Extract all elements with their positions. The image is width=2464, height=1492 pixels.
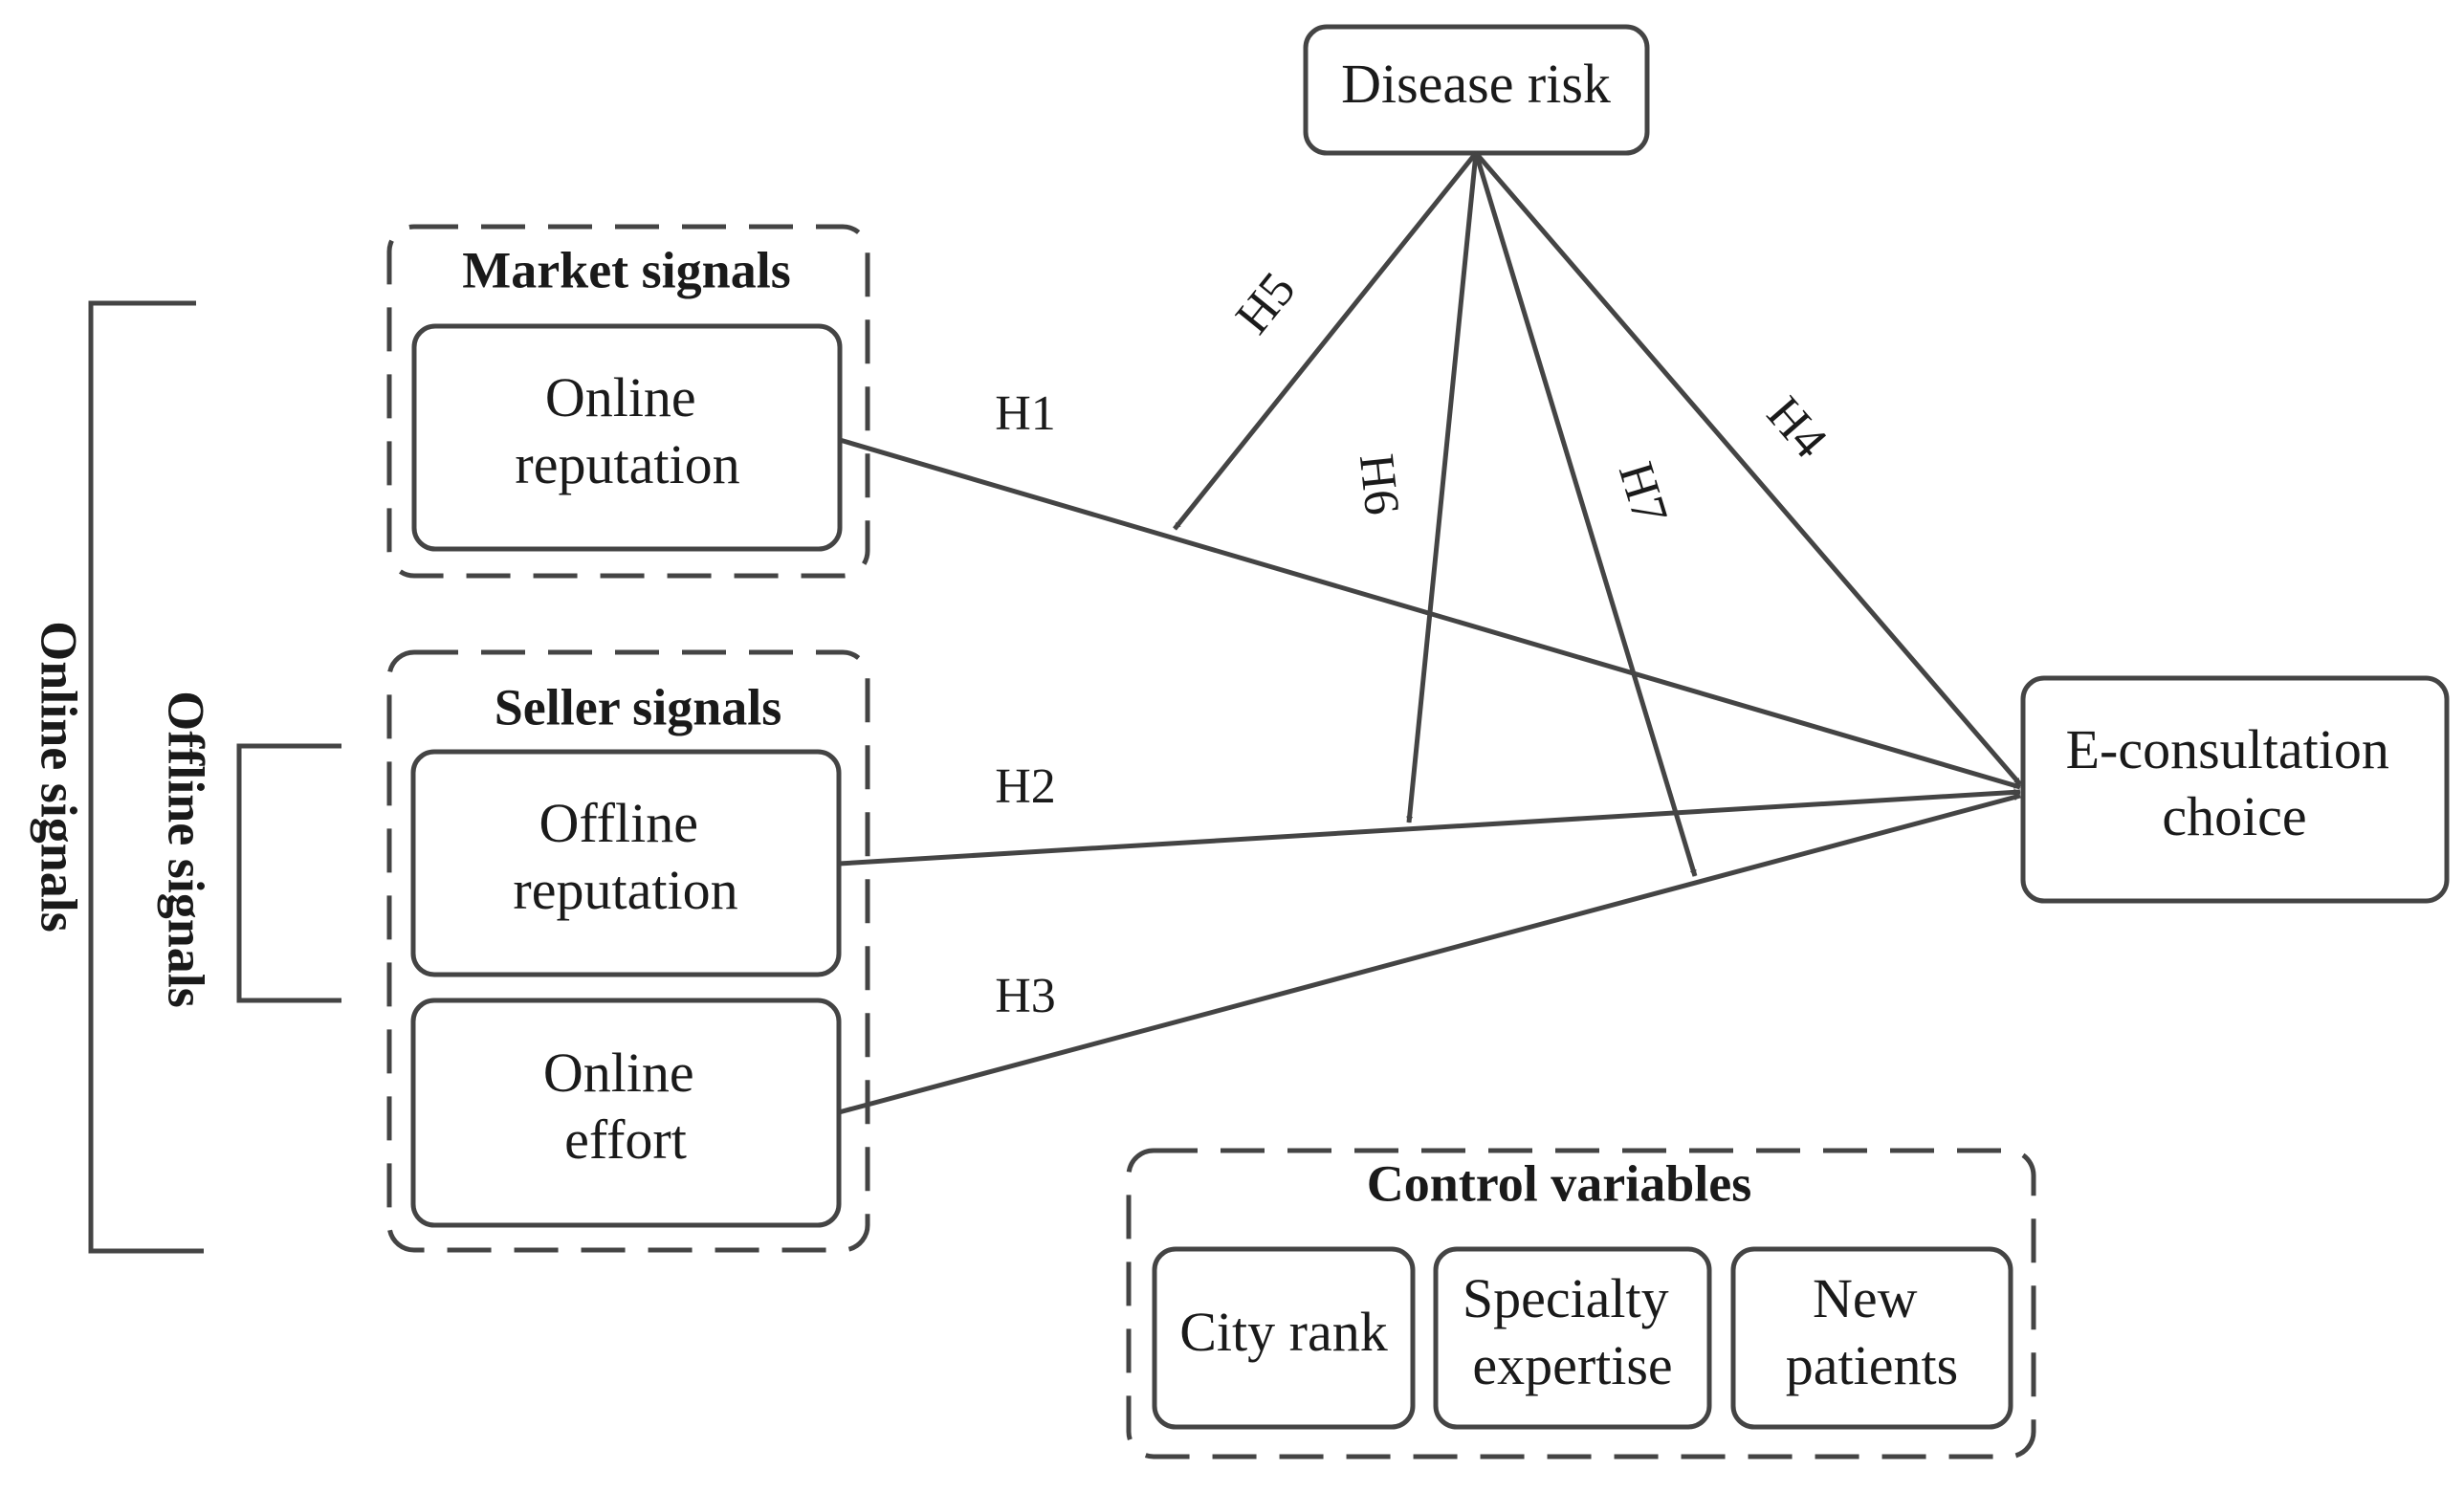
arrow-h4 (1474, 151, 2022, 786)
city-rank-label-line-1: City rank (1179, 1301, 1387, 1363)
market-signals-group (386, 224, 870, 579)
online-reputation-label-line-1: Online (545, 366, 696, 428)
market-signals-title: Market signals (462, 241, 791, 298)
label-h2: H2 (995, 759, 1056, 814)
offline-signals-bracket (236, 743, 341, 1003)
label-h5: H5 (1225, 262, 1306, 343)
arrow-h3 (838, 793, 2021, 1115)
e-consultation-label: E-consultation choice (2066, 718, 2404, 847)
online-effort-label-line-1: Online (543, 1042, 694, 1104)
e-consultation-label-line-2: choice (2162, 785, 2306, 847)
city-rank-label: City rank (1179, 1301, 1387, 1363)
e-consultation-box (2020, 675, 2450, 904)
control-variables-title: Control variables (1367, 1154, 1752, 1212)
offline-reputation-label-line-1: Offline (539, 792, 698, 854)
specialty-expertise-label-line-2: expertise (1472, 1334, 1672, 1396)
specialty-expertise-label: Specialty expertise (1463, 1267, 1683, 1396)
control-variables-group (1126, 1148, 2036, 1459)
specialty-expertise-label-line-1: Specialty (1463, 1267, 1669, 1329)
new-patients-label: New patients (1786, 1267, 1958, 1396)
seller-signals-group (386, 649, 870, 1253)
arrow-h6 (1406, 152, 1479, 823)
online-reputation-box (411, 323, 843, 552)
label-h1: H1 (995, 386, 1056, 441)
online-reputation-label-line-2: reputation (515, 433, 739, 495)
arrow-h5 (1173, 151, 1478, 531)
online-signals-bracket (88, 300, 204, 1254)
online-effort-label-line-2: effort (564, 1108, 687, 1171)
arrow-h2 (838, 788, 2021, 867)
offline-reputation-label-line-2: reputation (513, 859, 737, 921)
label-h3: H3 (995, 969, 1056, 1023)
label-h4: H4 (1756, 386, 1837, 468)
new-patients-label-line-2: patients (1786, 1334, 1958, 1396)
online-reputation-label: Online reputation (515, 366, 739, 495)
label-h7: H7 (1608, 456, 1678, 530)
city-rank-box (1152, 1246, 1416, 1430)
disease-risk-label: Disease risk (1341, 53, 1611, 115)
specialty-expertise-box (1433, 1246, 1712, 1430)
label-h6: H6 (1349, 451, 1409, 517)
new-patients-box (1730, 1246, 2013, 1430)
disease-risk-label-line-1: Disease risk (1341, 53, 1611, 115)
arrow-h7 (1473, 152, 1698, 877)
e-consultation-label-line-1: E-consultation (2066, 718, 2389, 780)
offline-reputation-label: Offline reputation (513, 792, 737, 921)
seller-signals-title: Seller signals (495, 678, 782, 735)
online-effort-box (410, 998, 842, 1228)
offline-signals-label: Offline signals (158, 691, 215, 1008)
online-effort-label: Online effort (543, 1042, 708, 1171)
online-signals-label: Online signals (31, 621, 88, 932)
new-patients-label-line-1: New (1813, 1267, 1918, 1329)
